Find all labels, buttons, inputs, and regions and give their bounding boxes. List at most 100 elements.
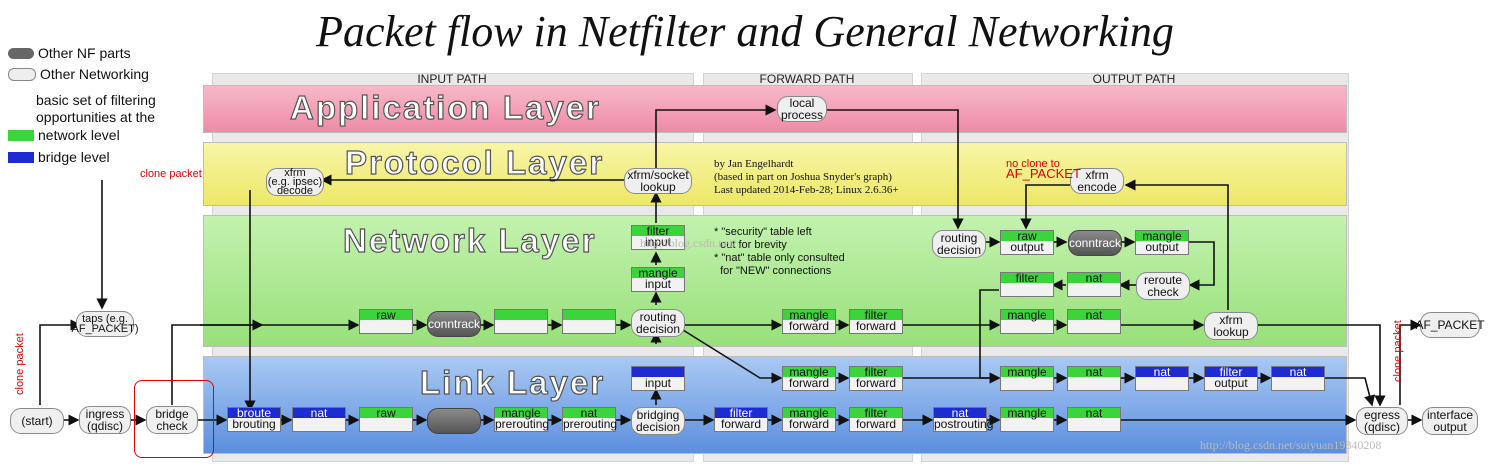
- broute-table: broute: [228, 407, 280, 419]
- ingress-node[interactable]: ingress(qdisc): [79, 406, 131, 434]
- egress-node[interactable]: egress(qdisc): [1356, 407, 1408, 435]
- xfrm-encode-line2: encode: [1077, 180, 1117, 194]
- mangle-forward-link-box[interactable]: mangle forward: [782, 366, 836, 391]
- mangle-fwd-net-table: mangle: [783, 309, 835, 321]
- nat-bridge-pre-box[interactable]: nat: [292, 407, 346, 432]
- taps-node[interactable]: taps (e.g.AF_PACKET): [71, 311, 139, 337]
- legend-network-swatch: [8, 129, 34, 141]
- xfrm-lookup-line1: xfrm: [1219, 313, 1243, 327]
- legend-network: network level: [8, 127, 120, 143]
- mangle-link-out-box[interactable]: mangle: [1000, 366, 1054, 391]
- local-process-line2: process: [780, 108, 824, 122]
- filter-b-fwd-table: filter: [715, 407, 767, 419]
- nat-postrouting-net-box[interactable]: nat: [1067, 309, 1121, 334]
- filter-bridge-forward-box[interactable]: filter forward: [714, 407, 768, 432]
- mangle-forward-2-box[interactable]: mangle forward: [782, 407, 836, 432]
- filter-forward-2-box[interactable]: filter forward: [849, 407, 903, 432]
- raw-output-box[interactable]: raw output: [1000, 230, 1054, 255]
- nat-bridge-out-box[interactable]: nat: [1135, 366, 1189, 391]
- raw-link-box[interactable]: raw: [359, 407, 413, 432]
- raw-out-chain: output: [1001, 241, 1053, 254]
- nat-postrouting-box[interactable]: nat postrouting: [933, 407, 993, 432]
- mangle-forward-net-box[interactable]: mangle forward: [782, 309, 836, 334]
- no-clone-line-1: no clone to: [1006, 158, 1060, 170]
- filter-output-net-box[interactable]: filter: [1000, 272, 1054, 297]
- filter-fwd-link-table: filter: [850, 366, 902, 378]
- nat-prerouting-box[interactable]: nat prerouting: [562, 407, 617, 432]
- bridge-check-line2: check: [156, 419, 188, 433]
- filter-input-table: filter: [632, 225, 684, 237]
- raw-link-chain: [360, 418, 412, 431]
- mangle-fwd-net-chain: forward: [783, 320, 835, 333]
- mangle-prerouting-box[interactable]: mangle prerouting: [494, 407, 549, 432]
- conntrack-link-node[interactable]: [427, 408, 481, 434]
- mangle-input-box[interactable]: mangle input: [631, 267, 685, 292]
- nat-bridge-out2-box[interactable]: nat: [1271, 366, 1325, 391]
- legend-basic-1: basic set of filtering: [36, 92, 156, 108]
- start-node[interactable]: (start): [10, 408, 64, 434]
- conntrack-net-node[interactable]: conntrack: [427, 311, 481, 337]
- routing-in-line1: routing: [639, 310, 677, 324]
- af-packet-label: AF_PACKET: [1415, 318, 1485, 332]
- nat-b-out2-chain: [1272, 377, 1324, 390]
- xfrm-decode-line1: xfrm: [284, 166, 306, 179]
- filter-fwd-link-chain: forward: [850, 377, 902, 390]
- page-title: Packet flow in Netfilter and General Net…: [316, 7, 1174, 56]
- nat-b-out-table: nat: [1136, 366, 1188, 378]
- mangle-output-box[interactable]: mangle output: [1135, 230, 1189, 255]
- nat-output-net-box[interactable]: nat: [1067, 272, 1121, 297]
- nat-prerouting-net-box[interactable]: [562, 309, 616, 334]
- legend-bridge: bridge level: [8, 149, 110, 165]
- security-note-2: out for brevity: [714, 239, 787, 251]
- conntrack-out-node[interactable]: conntrack: [1068, 230, 1122, 256]
- nat-out-chain: [1068, 283, 1120, 296]
- af-packet-node[interactable]: AF_PACKET: [1415, 312, 1485, 338]
- mangle-input-table: mangle: [632, 267, 684, 279]
- raw-pre-table: raw: [360, 309, 412, 321]
- nat-b-pre-chain: [293, 418, 345, 431]
- legend-nf-swatch: [8, 47, 34, 59]
- watermark-1: http://blog.csdn.net/: [640, 236, 736, 250]
- filter-forward-net-box[interactable]: filter forward: [849, 309, 903, 334]
- xfrm-decode-line2: (e.g. ipsec): [267, 175, 323, 188]
- ingress-line1: ingress: [85, 407, 125, 421]
- raw-out-table: raw: [1001, 230, 1053, 242]
- xfrm-decode-node[interactable]: xfrm(e.g. ipsec)decode: [266, 166, 324, 196]
- mangle-postrouting-2-box[interactable]: mangle: [1000, 407, 1054, 432]
- nat-link-out-box[interactable]: nat: [1067, 366, 1121, 391]
- mangle-postrouting-net-box[interactable]: mangle: [1000, 309, 1054, 334]
- filter-forward-link-box[interactable]: filter forward: [849, 366, 903, 391]
- mangle-pre-net-table: [495, 310, 547, 320]
- legend-bridge-label: bridge level: [38, 149, 110, 165]
- nat-link-out-chain: [1068, 377, 1120, 390]
- iface-out-line1: interface: [1426, 408, 1474, 422]
- filter-input-box[interactable]: filter input: [631, 225, 685, 250]
- filter-b-fwd-chain: forward: [715, 418, 767, 431]
- mangle-prerouting-net-box[interactable]: [494, 309, 548, 334]
- protocol-layer-label: Protocol Layer: [344, 143, 605, 181]
- mangle-link-out-chain: [1001, 377, 1053, 390]
- legend-net-label: Other Networking: [40, 66, 149, 82]
- bridge-check-line1: bridge: [155, 407, 189, 421]
- link-layer-label: Link Layer: [419, 363, 606, 401]
- legend-net: Other Networking: [8, 66, 149, 82]
- input-link-box[interactable]: input: [631, 366, 685, 391]
- nat-out-table: nat: [1068, 272, 1120, 284]
- nat-postrouting-2-box[interactable]: nat: [1067, 407, 1121, 432]
- filter-fwd-net-chain: forward: [850, 320, 902, 333]
- filter-bridge-output-box[interactable]: filter output: [1204, 366, 1258, 391]
- mangle-post2-table: mangle: [1001, 407, 1053, 419]
- mangle-post-table: mangle: [1001, 309, 1053, 321]
- broute-box[interactable]: broute brouting: [227, 407, 281, 432]
- raw-prerouting-box[interactable]: raw: [359, 309, 413, 334]
